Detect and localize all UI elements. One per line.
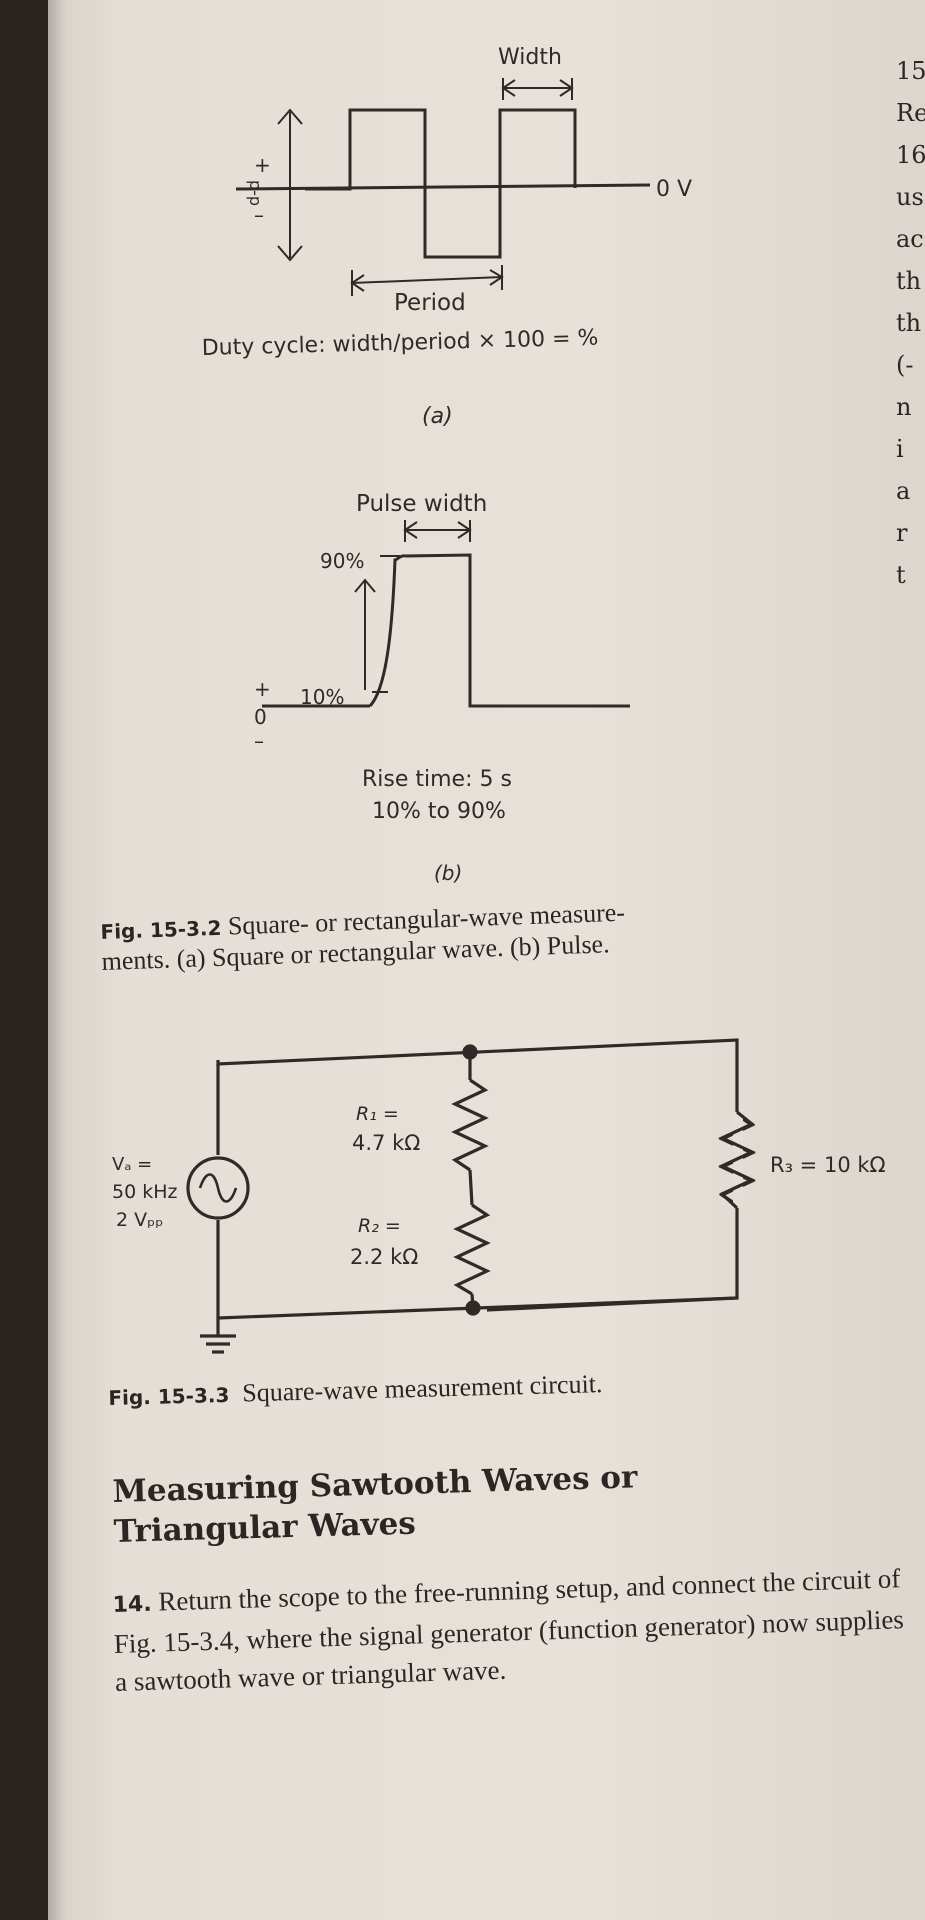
zero-volt-axis	[235, 183, 651, 191]
r2-value-label: 2.2 kΩ	[350, 1245, 418, 1269]
source-voltage-label: Vₐ =	[112, 1154, 152, 1175]
period-label: Period	[394, 290, 466, 316]
width-label: Width	[498, 45, 562, 70]
panel-b-sublabel: (b)	[434, 861, 462, 885]
r1-name-label: R₁ =	[356, 1103, 399, 1125]
circuit-top-wire	[216, 1038, 739, 1312]
fragment: i	[896, 435, 904, 463]
caption-number: Fig. 15-3.2	[100, 915, 222, 944]
fragment: a	[896, 477, 911, 505]
caption-number: Fig. 15-3.3	[108, 1382, 230, 1410]
panel-a-sublabel: (a)	[422, 404, 453, 429]
pp-label: p-p	[246, 180, 265, 206]
step-number: 14.	[112, 1591, 153, 1618]
fragment: th	[896, 309, 922, 337]
r1-value-label: 4.7 kΩ	[352, 1131, 420, 1155]
circuit-labels: Vₐ = 50 kHz 2 Vₚₚ R₁ = 4.7 kΩ R₂ = 2.2 k…	[112, 1103, 886, 1269]
pulse-minus: –	[254, 729, 264, 753]
circuit-diagram	[186, 1038, 756, 1354]
fragment: us	[896, 183, 924, 211]
next-column-fragments: 15 Re 16 us ac th th (- n i a r t	[896, 50, 925, 596]
pp-plus: +	[254, 153, 271, 177]
fragment: ac	[896, 225, 924, 253]
resistor-r2	[453, 1203, 491, 1296]
ninety-percent-label: 90%	[320, 549, 364, 573]
pulse-width-label: Pulse width	[356, 491, 487, 517]
resistor-r1	[451, 1078, 489, 1172]
source-frequency-label: 50 kHz	[112, 1181, 178, 1203]
square-wave-trace	[305, 108, 577, 259]
fragment: 16	[896, 141, 925, 169]
pp-minus: –	[254, 203, 264, 227]
panel-b-labels: Pulse width 90% 10% + 0 – Rise time: 5 s…	[254, 491, 512, 885]
fragment: (-	[896, 351, 914, 379]
zero-volt-label: 0 V	[656, 177, 692, 202]
fragment: t	[896, 561, 906, 589]
fragment: th	[896, 267, 922, 295]
r3-label: R₃ = 10 kΩ	[770, 1153, 886, 1177]
ten-percent-label: 10%	[300, 685, 344, 709]
pulse-diagram	[262, 520, 630, 708]
panel-a-labels: Width 0 V + p-p – Period Duty cycle: wid…	[202, 45, 693, 429]
fragment: Re	[896, 99, 925, 127]
step-text: Return the scope to the free-running set…	[113, 1563, 905, 1697]
fragment: n	[896, 393, 912, 421]
r2-name-label: R₂ =	[358, 1215, 401, 1237]
duty-cycle-formula: Duty cycle: width/period × 100 = %	[202, 326, 599, 361]
pulse-top-and-fall	[404, 553, 630, 708]
fragment: r	[896, 519, 908, 547]
rise-time-line2: 10% to 90%	[372, 799, 506, 824]
source-pp-label: 2 Vₚₚ	[116, 1209, 163, 1231]
square-wave-diagram	[235, 78, 651, 296]
pulse-rising-edge	[368, 554, 406, 708]
pulse-plus: +	[254, 677, 271, 701]
pulse-zero: 0	[254, 705, 267, 729]
book-page	[48, 0, 925, 1920]
fragment: 15	[896, 57, 925, 85]
ac-source-sine	[198, 1173, 238, 1203]
rise-time-line1: Rise time: 5 s	[362, 767, 512, 792]
ac-source-circle	[186, 1156, 250, 1220]
